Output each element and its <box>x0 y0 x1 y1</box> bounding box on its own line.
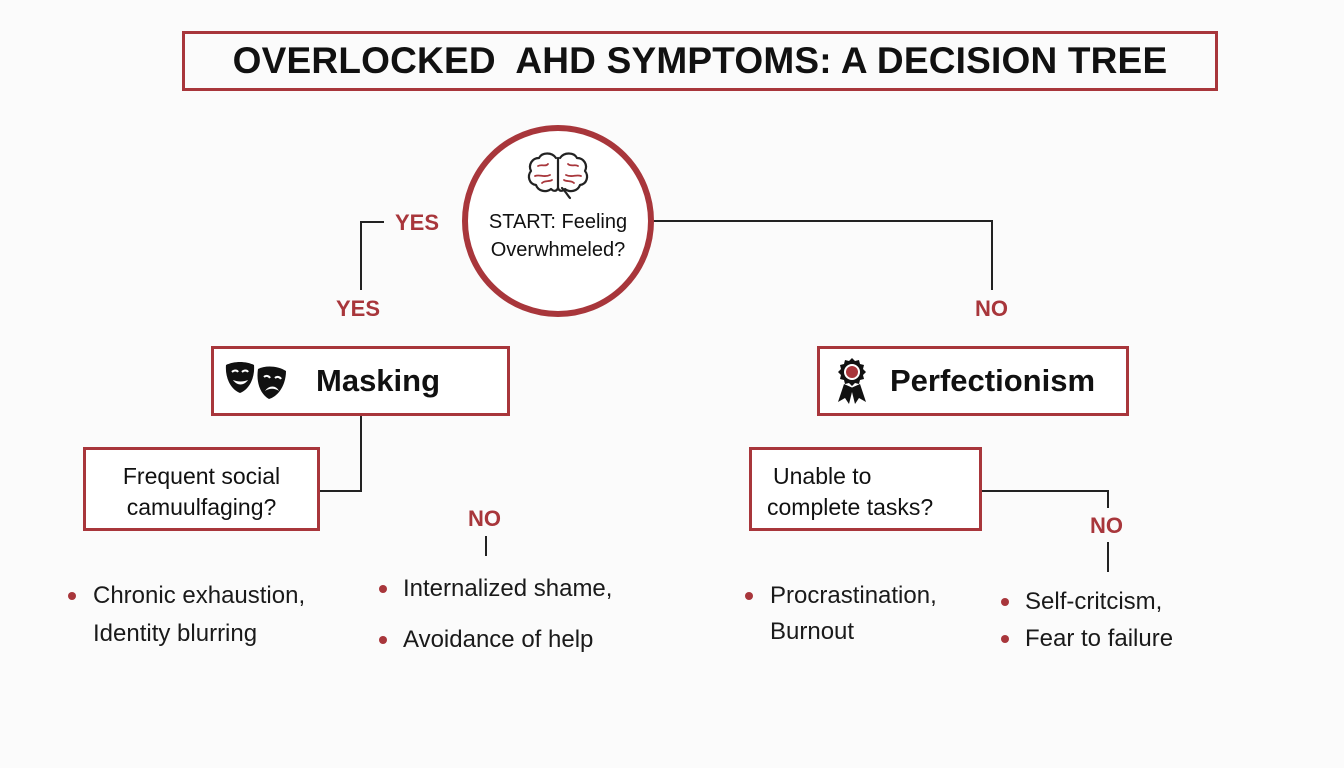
masking-left-bullet-line-1: Chronic exhaustion, <box>93 582 306 609</box>
yes-connector <box>360 221 384 290</box>
theater-masks-icon <box>225 362 286 399</box>
brain-icon <box>527 152 589 200</box>
yes-label-upper: YES <box>395 210 440 235</box>
masking-question-line-2: camuulfaging? <box>126 494 277 520</box>
perfectionism-question-line-2: complete tasks? <box>767 494 934 520</box>
perfectionism-question-connector <box>982 490 1109 508</box>
masking-question-line-1: Frequent social <box>122 463 281 489</box>
start-line-1: START: Feeling <box>488 211 628 233</box>
masking-title: Masking <box>316 363 441 398</box>
bullet-dot <box>1001 598 1009 606</box>
page-title: OVERLOCKED AHD SYMPTOMS: A DECISION TREE <box>182 31 1218 91</box>
perfectionism-right-bullet-1: Self-critcism, <box>1025 588 1163 615</box>
masking-right-bullet-1: Internalized shame, <box>403 575 613 602</box>
masking-node: Masking <box>211 346 510 416</box>
start-question: START: Feeling Overwhmeled? <box>470 208 646 264</box>
bullet-dot <box>745 592 753 600</box>
masking-left-bullet: Chronic exhaustion, Identity blurring <box>93 581 305 649</box>
start-node <box>462 125 654 317</box>
no-label-perfectionism: NO <box>1090 513 1123 538</box>
no-label-masking: NO <box>468 506 501 531</box>
perfectionism-question-box: Unable to complete tasks? <box>749 447 982 531</box>
perfectionism-left-bullet: Procrastination, Burnout <box>770 581 937 647</box>
bullet-dot <box>1001 635 1009 643</box>
award-ribbon-icon <box>838 358 866 404</box>
perfectionism-question-line-1: Unable to <box>773 463 872 489</box>
bullet-dot <box>68 592 76 600</box>
perfectionism-left-bullet-line-1: Procrastination, <box>770 582 937 609</box>
bullet-dot <box>379 636 387 644</box>
bullet-dot <box>379 585 387 593</box>
perfectionism-left-bullet-line-2: Burnout <box>770 618 855 645</box>
perfectionism-title: Perfectionism <box>890 363 1096 398</box>
masking-question-box: Frequent social camuulfaging? <box>83 447 320 531</box>
perfectionism-node: Perfectionism <box>817 346 1129 416</box>
masking-right-bullet-2: Avoidance of help <box>403 626 594 653</box>
yes-label-lower: YES <box>336 296 381 321</box>
perfectionism-right-bullet-2: Fear to failure <box>1025 625 1174 652</box>
start-line-2: Overwhmeled? <box>490 239 626 261</box>
no-connector <box>652 220 993 290</box>
no-label-right: NO <box>975 296 1008 321</box>
masking-left-bullet-line-2: Identity blurring <box>93 620 258 647</box>
masking-question-connector <box>320 416 362 492</box>
